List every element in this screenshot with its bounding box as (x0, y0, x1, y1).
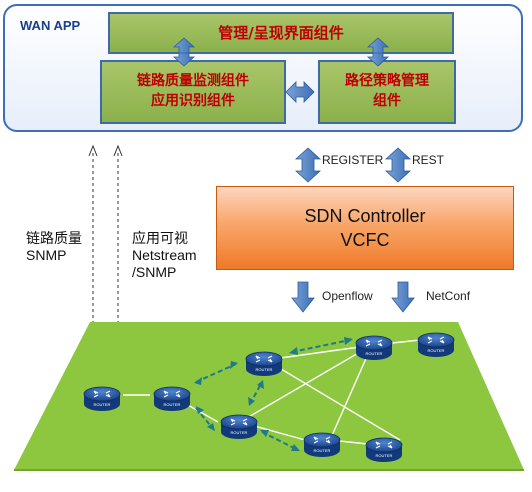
register-label: REGISTER (322, 153, 384, 167)
arrowhead-app-visibility (113, 144, 123, 157)
router-icon: ROUTER (220, 414, 258, 439)
mgmt-ui-component: 管理/呈现界面组件 (108, 12, 454, 54)
arrow-openflow (291, 281, 315, 313)
router-icon: ROUTER (365, 437, 403, 462)
dashed-monitor-arrows (92, 150, 119, 342)
path-component-line1: 路径策略管理 (345, 73, 429, 89)
dashed-link-arrowheads (194, 337, 353, 451)
path-policy-component: 路径策略管理 组件 (318, 60, 456, 124)
arrow-rest (384, 147, 412, 183)
rest-label: REST (412, 153, 445, 167)
wan-app-label: WAN APP (20, 18, 81, 33)
router-label: ROUTER (94, 402, 111, 407)
monitor-identify-component: 链路质量监测组件 应用识别组件 (100, 60, 286, 124)
network-plane (14, 322, 524, 470)
router-icon: ROUTER (153, 386, 191, 411)
router-label: ROUTER (164, 402, 181, 407)
router-icon: ROUTER (355, 335, 393, 360)
arrow-monitor-path (285, 81, 315, 103)
router-label: ROUTER (314, 448, 331, 453)
router-label: ROUTER (428, 348, 445, 353)
link-quality-line1: 链路质量 (26, 230, 82, 246)
routers-layer: ROUTER ROUTER ROUTER ROUTER ROUTER ROUTER ROUT… (83, 332, 455, 462)
link-quality-label: 链路质量 SNMP (26, 230, 82, 264)
app-visibility-line3: /SNMP (132, 264, 177, 280)
app-visibility-label: 应用可视 Netstream /SNMP (132, 230, 197, 281)
link-quality-line2: SNMP (26, 247, 67, 263)
netconf-label: NetConf (426, 289, 471, 303)
controller-subtitle: VCFC (340, 230, 390, 250)
path-component-line2: 组件 (373, 93, 401, 109)
openflow-label: Openflow (322, 289, 373, 303)
monitor-component-line2: 应用识别组件 (151, 93, 235, 109)
router-icon: ROUTER (245, 351, 283, 376)
router-icon: ROUTER (417, 332, 455, 357)
app-visibility-line2: Netstream (132, 247, 197, 263)
app-visibility-line1: 应用可视 (132, 230, 188, 246)
arrow-register (294, 147, 322, 183)
sdn-controller-box: SDN Controller VCFC (216, 186, 514, 270)
controller-title: SDN Controller (304, 206, 426, 226)
router-label: ROUTER (231, 430, 248, 435)
router-label: ROUTER (256, 367, 273, 372)
router-icon: ROUTER (83, 386, 121, 411)
router-label: ROUTER (366, 351, 383, 356)
arrowhead-link-quality (88, 144, 98, 157)
arrow-mgmt-monitor (172, 37, 196, 67)
arrow-mgmt-path (366, 37, 390, 67)
arrow-netconf (391, 281, 415, 313)
router-icon: ROUTER (303, 432, 341, 457)
monitor-component-line1: 链路质量监测组件 (137, 73, 249, 89)
router-label: ROUTER (376, 453, 393, 458)
